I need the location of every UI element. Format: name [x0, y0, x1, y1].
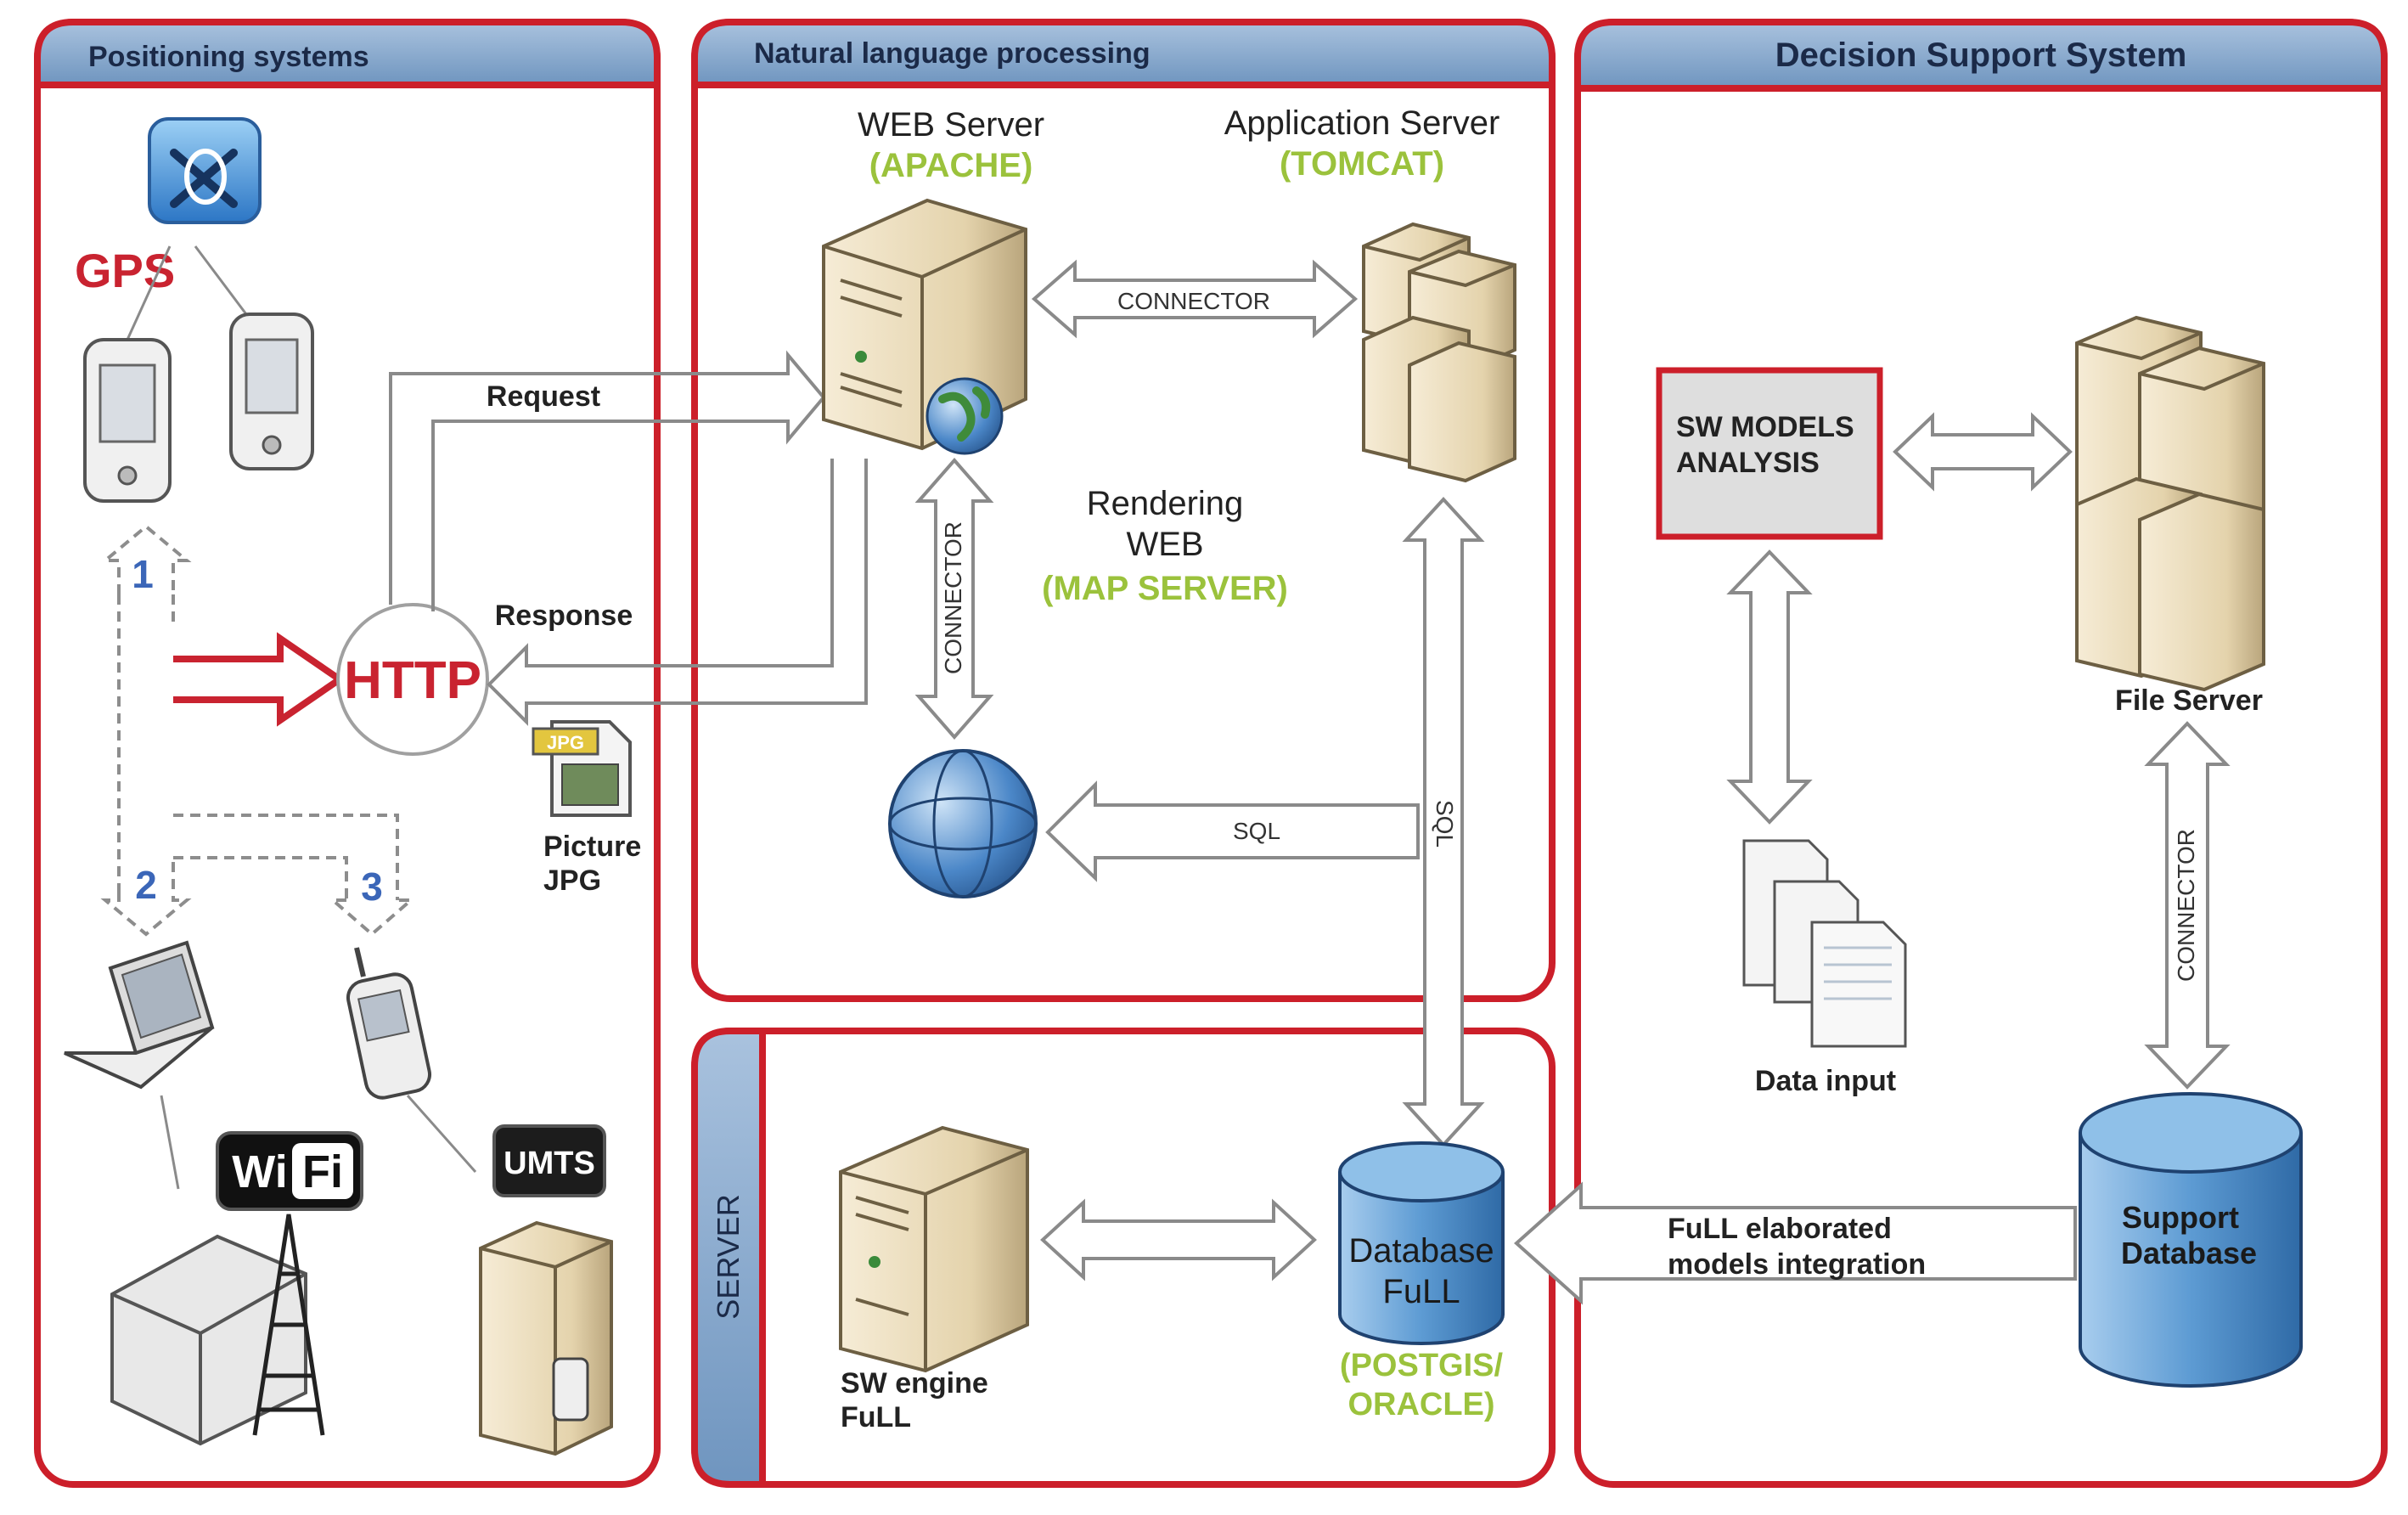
rendering-label: Rendering — [1087, 485, 1244, 522]
map-server-globe-icon — [888, 749, 1038, 898]
picture-label-2: JPG — [543, 865, 601, 897]
sw-engine-server-icon — [839, 1125, 1029, 1373]
request-label: Request — [487, 380, 600, 413]
support-database-label-1: Support — [2122, 1200, 2239, 1235]
data-input-label: Data input — [1755, 1065, 1896, 1097]
wifi-label-fi: Fi — [302, 1146, 343, 1197]
http-node — [336, 603, 489, 756]
panel-positioning-systems: Positioning systems — [34, 19, 661, 1488]
pda-device-icon-2 — [229, 313, 314, 470]
response-arrow — [487, 459, 868, 726]
models-datainput-arrow — [1726, 549, 1813, 825]
panel-title-server: SERVER — [711, 1194, 745, 1319]
web-globe-icon — [926, 377, 1004, 455]
pda-device-icon — [83, 338, 172, 503]
path-2-3-dashed-arrows — [100, 814, 416, 937]
phone-link-line — [406, 1095, 477, 1173]
fileserver-database-arrow — [2144, 721, 2231, 1090]
support-database-icon — [2079, 1092, 2303, 1388]
web-server-label: WEB Server — [858, 106, 1044, 144]
sql-arrow-horizontal — [1045, 780, 1420, 882]
wifi-badge: Wi Fi — [216, 1131, 363, 1211]
integration-label-2: models integration — [1668, 1248, 1926, 1281]
panel-title-nlp: Natural language processing — [754, 37, 1151, 70]
umts-server-icon — [479, 1220, 613, 1456]
connector-label-vertical: CONNECTOR — [940, 521, 966, 674]
file-server-icon — [2075, 315, 2265, 692]
postgis-label: (POSTGIS/ — [1340, 1348, 1504, 1383]
path-3-label: 3 — [361, 865, 383, 909]
database-full-icon — [1338, 1141, 1505, 1345]
database-full-label-2: FuLL — [1382, 1273, 1460, 1310]
path-2-label: 2 — [135, 863, 157, 907]
map-server-label: (MAP SERVER) — [1042, 570, 1288, 607]
laptop-link-line — [160, 1095, 180, 1190]
data-input-documents-icon — [1742, 839, 1907, 1048]
support-database-label-2: Database — [2121, 1236, 2257, 1270]
gps-link-line — [126, 245, 172, 341]
sql-label-vertical: SQL — [1432, 800, 1458, 848]
sw-models-label-2: ANALYSIS — [1676, 447, 1820, 479]
sw-models-box: SW MODELS ANALYSIS — [1656, 367, 1883, 540]
path-1-label: 1 — [132, 552, 154, 596]
mobile-phone-icon — [346, 947, 432, 1100]
sw-engine-label-2: FuLL — [841, 1401, 911, 1433]
panel-title-positioning: Positioning systems — [88, 41, 369, 73]
picture-label-1: Picture — [543, 831, 641, 863]
wifi-label-wi: Wi — [232, 1146, 288, 1197]
file-server-label: File Server — [2115, 684, 2263, 717]
app-server-label: Application Server — [1224, 104, 1500, 142]
web-globe-continents — [938, 386, 991, 442]
laptop-icon — [64, 940, 215, 1090]
apache-label: (APACHE) — [869, 147, 1033, 184]
building-antenna-icon — [110, 1214, 325, 1446]
sw-engine-label-1: SW engine — [841, 1367, 988, 1400]
sw-models-label-1: SW MODELS — [1676, 411, 1854, 443]
umts-badge: UMTS — [492, 1124, 606, 1197]
database-full-label-1: Database — [1348, 1232, 1494, 1270]
umts-label: UMTS — [504, 1146, 595, 1181]
connector-label-horizontal: CONNECTOR — [1117, 288, 1270, 314]
gps-satellite-icon — [148, 117, 262, 224]
app-server-icon — [1362, 222, 1516, 483]
jpg-file-icon: JPG — [532, 720, 632, 817]
integration-arrow — [1514, 1181, 2077, 1305]
integration-label-1: FuLL elaborated — [1668, 1213, 1892, 1245]
panel-title-dss: Decision Support System — [1775, 37, 2187, 74]
tomcat-label: (TOMCAT) — [1280, 145, 1444, 183]
connector-arrow-horizontal — [1031, 259, 1359, 339]
connector-arrow-vertical — [914, 457, 994, 741]
path-1-dashed-arrow — [100, 524, 192, 892]
engine-database-arrow — [1040, 1198, 1317, 1281]
gps-link-line-2 — [194, 245, 248, 315]
jpg-file-tag: JPG — [547, 732, 584, 753]
models-fileserver-arrow — [1893, 412, 2073, 492]
web-label: WEB — [1126, 526, 1203, 563]
http-label: HTTP — [344, 651, 481, 710]
response-label: Response — [495, 600, 633, 632]
sql-label-horizontal: SQL — [1233, 818, 1280, 844]
oracle-label: ORACLE) — [1347, 1387, 1494, 1422]
connector-label-dss: CONNECTOR — [2173, 829, 2199, 982]
